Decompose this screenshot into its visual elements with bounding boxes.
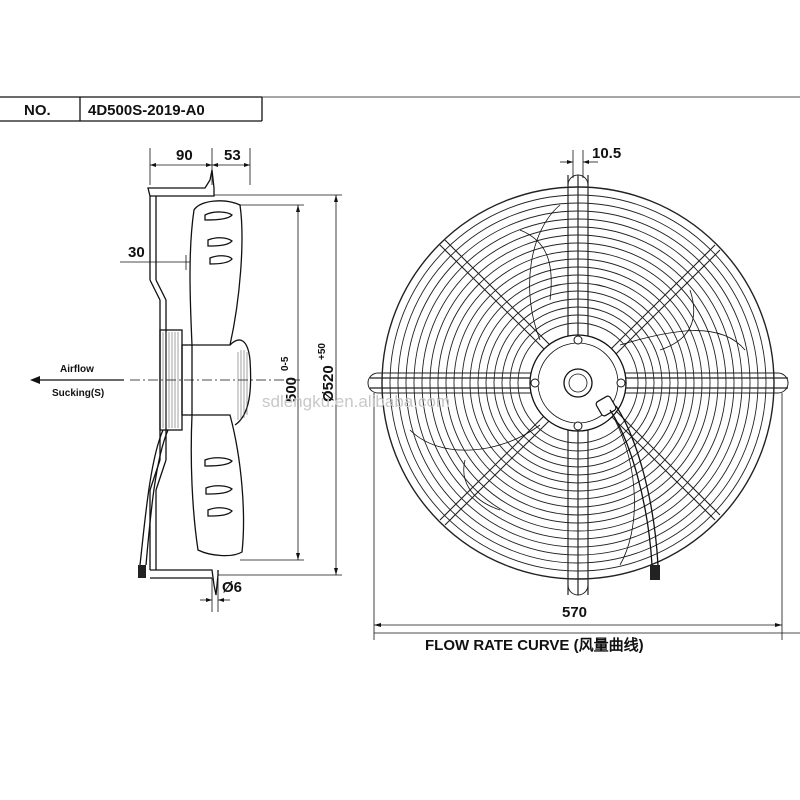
dim-blade-diameter: 500 bbox=[283, 377, 300, 402]
header-table: NO. 4D500S-2019-A0 bbox=[0, 96, 800, 122]
dim-guard-diameter: Ø520 bbox=[320, 365, 337, 402]
sucking-label: Sucking(S) bbox=[52, 388, 104, 399]
fan-blades bbox=[409, 204, 746, 566]
dim-depth-front: 53 bbox=[224, 147, 241, 164]
dim-offset: 30 bbox=[128, 244, 145, 261]
bolt-top-icon bbox=[573, 335, 583, 345]
front-view: 10.5 bbox=[367, 145, 800, 654]
dim-width: 570 bbox=[562, 604, 587, 621]
model-number: 4D500S-2019-A0 bbox=[88, 102, 205, 119]
airflow-indicator: Airflow Sucking(S) bbox=[30, 364, 124, 399]
bolt-bottom-icon bbox=[573, 421, 583, 431]
side-view: 90 53 30 bbox=[120, 147, 342, 612]
no-label: NO. bbox=[24, 102, 51, 119]
flow-rate-curve-title: FLOW RATE CURVE (风量曲线) bbox=[425, 636, 644, 654]
dim-hole: Ø6 bbox=[222, 579, 242, 596]
dim-bar-width: 10.5 bbox=[592, 145, 621, 162]
bolt-left-icon bbox=[530, 378, 540, 388]
dim-blade-diameter-tolerance: 0-5 bbox=[280, 356, 291, 371]
watermark: sdlengku.en.alibaba.com bbox=[262, 392, 450, 411]
dim-guard-diameter-tolerance: +50 bbox=[317, 343, 328, 360]
shaft-icon bbox=[563, 368, 593, 398]
dim-depth-total: 90 bbox=[176, 147, 193, 164]
bolt-right-icon bbox=[616, 378, 626, 388]
airflow-label: Airflow bbox=[60, 364, 94, 375]
airflow-arrow-icon bbox=[30, 376, 40, 384]
